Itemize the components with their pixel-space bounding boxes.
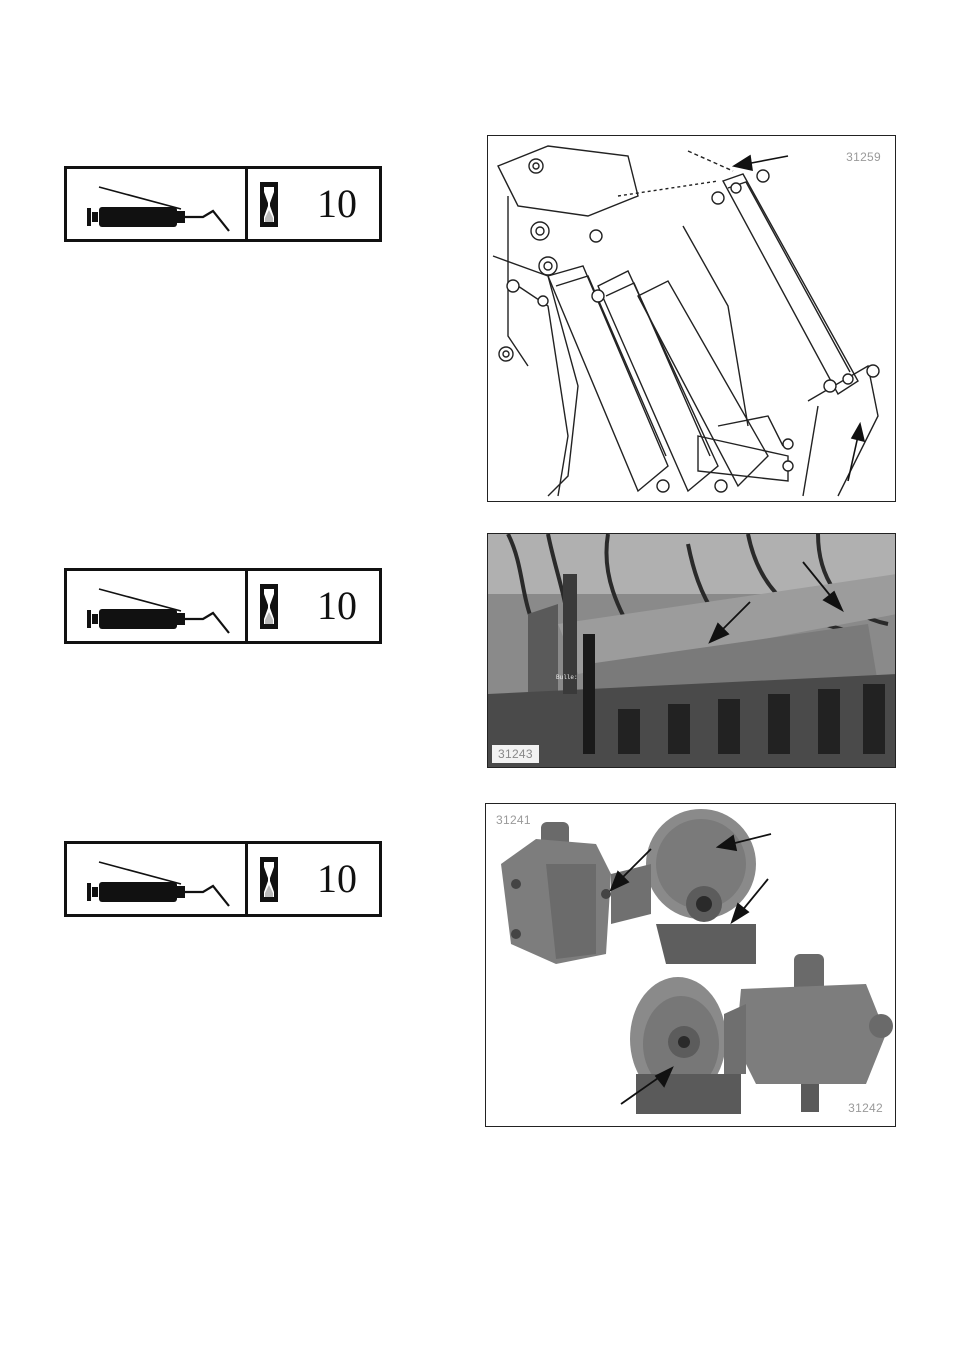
box-divider [245,844,248,914]
interval-hours: 10 [317,583,357,629]
interval-hours: 10 [317,856,357,902]
hourglass-icon [260,182,278,227]
figure-number-secondary: 31242 [848,1101,883,1115]
box-divider [245,571,248,641]
box-divider [245,169,248,239]
grease-gun-icon [81,179,231,233]
lubrication-interval-box-2: 10 [64,568,382,644]
lubrication-interval-box-3: 10 [64,841,382,917]
grease-gun-icon [81,581,231,635]
hourglass-icon [260,584,278,629]
figure-pump-photos: 31241 31242 [485,803,896,1127]
grease-gun-icon [81,854,231,908]
figure-linkage-drawing: 31259 [487,135,896,502]
linkage-drawing [488,136,896,502]
figure-number: 31241 [496,813,531,827]
figure-hitch-photo: Bulle: 31243 [487,533,896,768]
figure-number: 31259 [846,150,881,164]
interval-hours: 10 [317,181,357,227]
pump-photos [486,804,896,1127]
hitch-photo [488,534,896,768]
figure-number: 31243 [492,745,539,763]
lubrication-interval-box-1: 10 [64,166,382,242]
photo-label: Bulle: [556,674,578,681]
hourglass-icon [260,857,278,902]
